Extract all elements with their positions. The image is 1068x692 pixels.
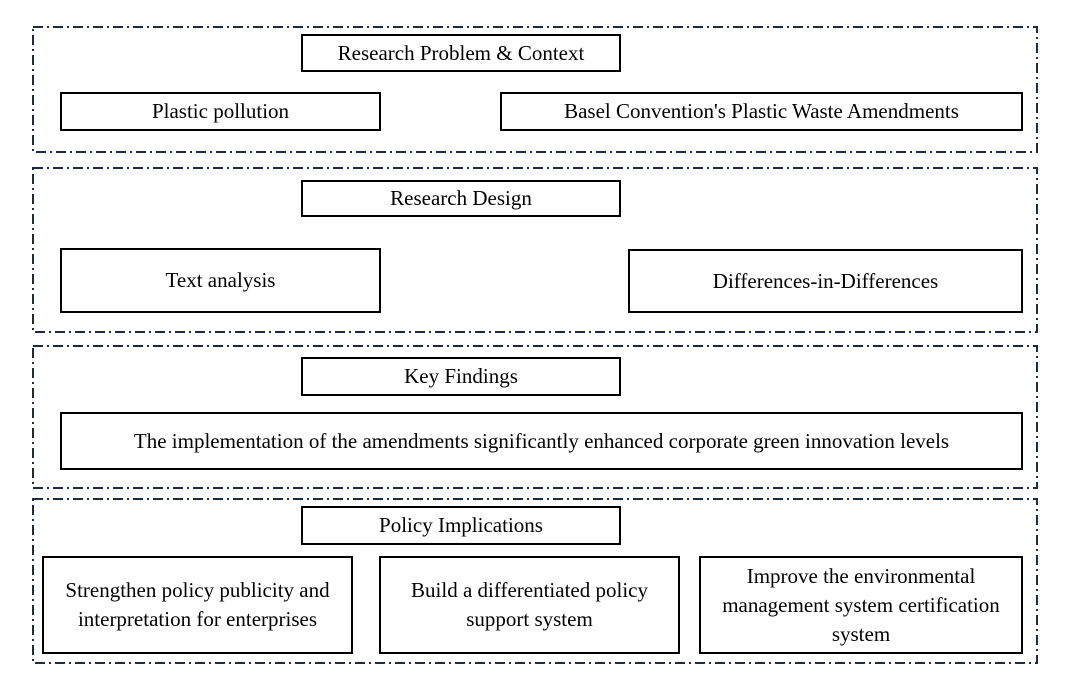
item-differences-in-differences: Differences-in-Differences <box>628 249 1023 313</box>
section-frame <box>32 167 1038 333</box>
section-frame <box>32 26 1038 153</box>
section-key-findings <box>32 345 1038 489</box>
item-basel-convention: Basel Convention's Plastic Waste Amendme… <box>500 92 1023 131</box>
section-title-research-design: Research Design <box>301 180 621 217</box>
item-differentiated-support: Build a differentiated policy support sy… <box>379 556 680 654</box>
section-title-research-problem: Research Problem & Context <box>301 34 621 72</box>
item-environmental-certification: Improve the environmental management sys… <box>699 556 1023 654</box>
item-text-analysis: Text analysis <box>60 248 381 313</box>
section-frame <box>32 498 1038 664</box>
section-policy-implications <box>32 498 1038 664</box>
item-key-finding: The implementation of the amendments sig… <box>60 412 1023 470</box>
section-title-policy-implications: Policy Implications <box>301 506 621 545</box>
item-policy-publicity: Strengthen policy publicity and interpre… <box>42 556 353 654</box>
section-title-key-findings: Key Findings <box>301 357 621 396</box>
item-plastic-pollution: Plastic pollution <box>60 92 381 131</box>
section-research-design <box>32 167 1038 333</box>
section-frame <box>32 345 1038 489</box>
section-research-problem <box>32 26 1038 153</box>
